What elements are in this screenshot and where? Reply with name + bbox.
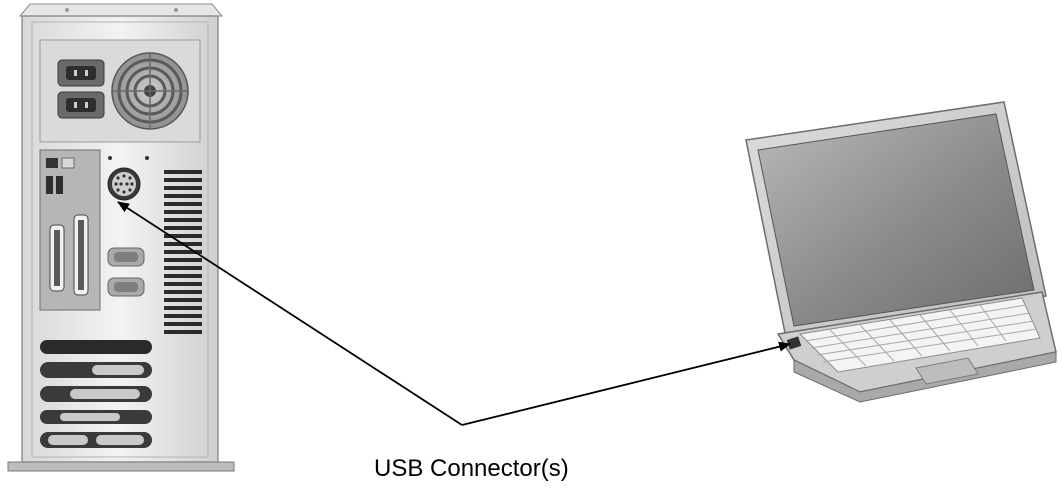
usb-connector-caption: USB Connector(s) [374, 455, 569, 482]
parallel-port-icon [49, 214, 89, 296]
serial-port-icon [107, 247, 145, 297]
connector-arrows [117, 201, 791, 426]
io-panel [39, 149, 101, 311]
laptop-computer-icon [745, 101, 1057, 403]
power-socket-icon [57, 59, 105, 87]
arrow-to-laptop-port [461, 341, 791, 426]
fan-grille-icon [111, 52, 189, 130]
desktop-tower-rear-icon [7, 3, 235, 472]
power-socket-icon [57, 91, 105, 119]
expansion-slots [40, 340, 152, 448]
power-supply-panel [39, 39, 201, 143]
round-port-icon [107, 156, 149, 201]
arrow-to-desktop-port [117, 201, 463, 426]
usb-port-icon [46, 176, 63, 194]
